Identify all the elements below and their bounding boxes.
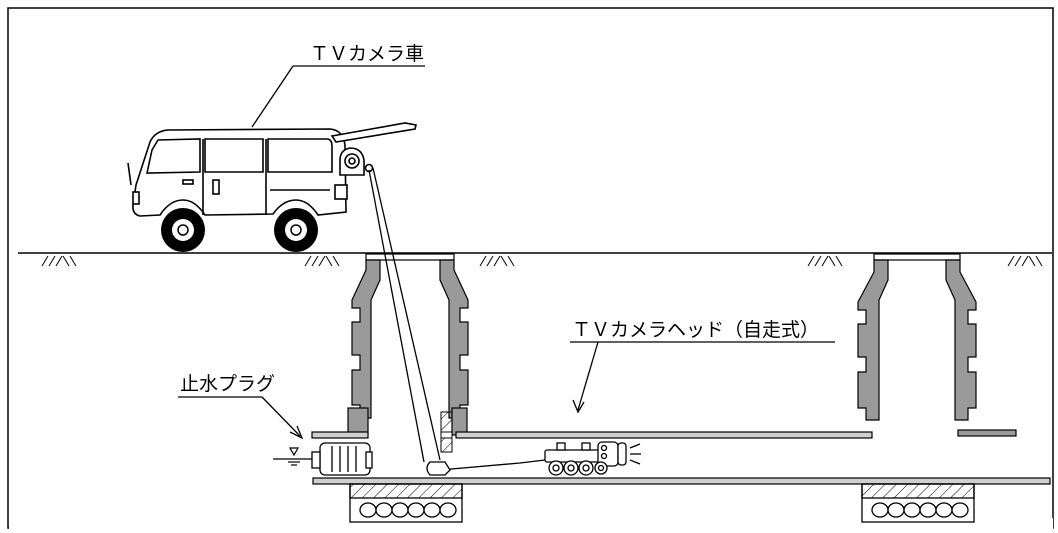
label-camera-head: ＴＶカメラヘッド（自走式） — [572, 319, 819, 341]
stop-plug — [311, 442, 373, 476]
manhole-right — [857, 253, 1017, 437]
diagram-frame — [7, 7, 1054, 529]
leader-lines — [178, 65, 835, 440]
camera-cable — [368, 167, 546, 476]
label-stop-plug: 止水プラグ — [180, 373, 275, 395]
sewer-pipe — [311, 431, 1051, 485]
manhole-left — [347, 253, 469, 436]
foundation-right — [861, 483, 975, 523]
van-wheels — [161, 208, 318, 252]
water-level-icon — [273, 447, 312, 466]
camera-robot-icon — [544, 441, 641, 476]
tv-camera-van-icon — [127, 122, 417, 217]
label-tv-camera-van: ＴＶカメラ車 — [310, 43, 424, 65]
frame-mask-bottom — [9, 518, 1053, 530]
ground-hatch-icon — [41, 255, 1043, 267]
foundation-left — [349, 483, 463, 523]
